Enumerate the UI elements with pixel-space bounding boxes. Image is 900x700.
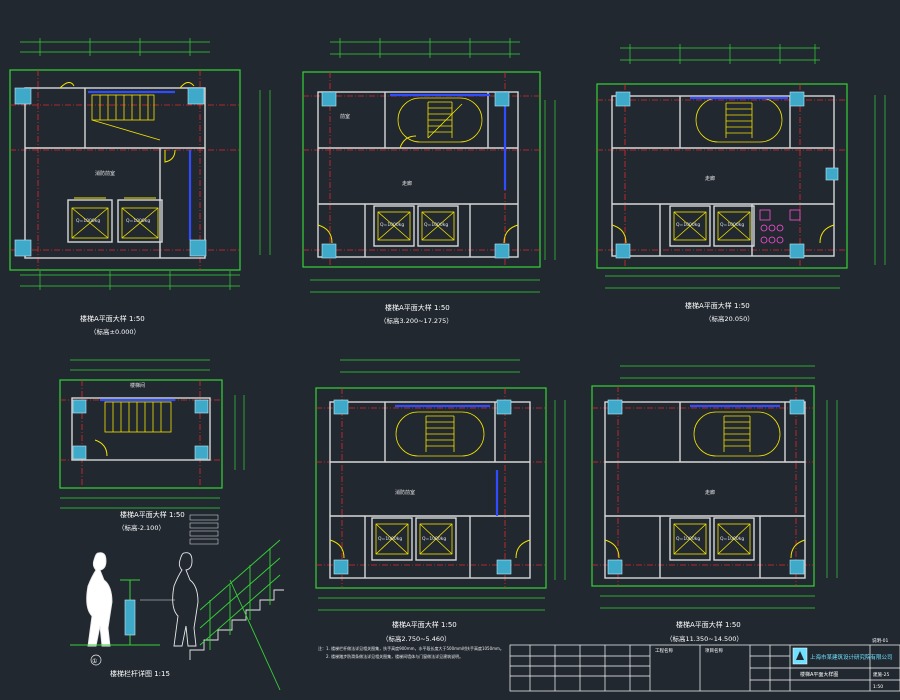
plan-2-title: 楼梯A平面大样 1:50 xyxy=(385,303,450,312)
plan-6-elevator-label-2: Q=1000kg xyxy=(720,536,744,542)
plan-5-title: 楼梯A平面大样 1:50 xyxy=(392,620,457,629)
drawing-notes: 注：1. 楼梯栏杆做法详见相关图集，扶手高度900mm，水平段长度大于500mm… xyxy=(318,645,504,659)
plan-3-elevator-label-1: Q=1000kg xyxy=(676,222,700,228)
plan-5-room-label: 消防前室 xyxy=(395,489,415,496)
plan-4-subtitle: （标高-2.100） xyxy=(118,523,165,532)
plan-6-hall-label: 走廊 xyxy=(705,489,715,496)
plan-1-room-label: 消防前室 xyxy=(95,170,115,177)
plan-2-hall-label: 走廊 xyxy=(402,180,412,187)
plan-4-title: 楼梯A平面大样 1:50 xyxy=(120,510,185,519)
plan-6-subtitle: （标高11.350~14.500） xyxy=(666,634,743,643)
railing-detail-title: 楼梯栏杆详图 1:15 xyxy=(110,669,170,678)
plan-1-subtitle: （标高±0.000） xyxy=(90,327,140,336)
railing-detail-number: ① xyxy=(92,658,97,665)
titleblock-field-a: 工程名称 xyxy=(655,647,673,654)
plan-3-subtitle: （标高20.050） xyxy=(705,314,754,323)
corner-note: 说明-01 xyxy=(872,637,888,644)
plan-5: 消防前室 Q=1000kg Q=1000kg 楼梯A平面大样 1:50 （标高2… xyxy=(315,359,566,643)
railing-detail: ① 楼梯栏杆详图 1:15 xyxy=(70,514,284,691)
plan-2-room-label: 前室 xyxy=(340,113,350,120)
plan-2-elevator-label-2: Q=1000kg xyxy=(424,222,448,228)
note-line-2: 2. 楼梯踏步防滑条做法详见相关图集，楼梯间墙体与门窗做法详见建筑说明。 xyxy=(326,653,463,659)
plan-5-elevator-label-1: Q=1000kg xyxy=(378,536,402,542)
plan-1-elevator-label-2: Q=1000kg xyxy=(126,218,150,224)
plan-6: 走廊 Q=1000kg Q=1000kg 楼梯A平面大样 1:50 （标高11.… xyxy=(591,365,838,643)
plan-4: 楼梯间 楼梯A平面大样 1:50 （标高-2.100） xyxy=(59,359,245,532)
titleblock-drawing-no: 建施-25 xyxy=(873,671,889,678)
plan-3-elevator-label-2: Q=1000kg xyxy=(720,222,744,228)
titleblock-scale: 1:50 xyxy=(873,684,883,690)
plan-2-elevator-label-1: Q=1000kg xyxy=(380,222,404,228)
plan-3: 走廊 Q=1000kg Q=1000kg 楼梯A平面大样 1:50 （标高20.… xyxy=(596,44,886,323)
plan-5-subtitle: （标高2.750~5.460） xyxy=(382,634,451,643)
plan-2: 走廊 前室 Q=1000kg Q=1000kg 楼梯A平面大样 1:50 （标高… xyxy=(302,38,556,325)
plan-1-elevator-label-1: Q=1000kg xyxy=(76,218,100,224)
note-line-1: 注：1. 楼梯栏杆做法详见相关图集，扶手高度900mm，水平段长度大于500mm… xyxy=(318,645,504,651)
plan-6-title: 楼梯A平面大样 1:50 xyxy=(676,620,741,629)
titleblock-field-b: 项目名称 xyxy=(705,647,723,654)
plan-2-subtitle: （标高3.200~17.275） xyxy=(380,316,453,325)
plan-3-title: 楼梯A平面大样 1:50 xyxy=(685,301,750,310)
plan-4-room-label: 楼梯间 xyxy=(130,382,145,389)
plan-1: 消防前室 Q=1000kg Q=1000kg 楼梯A平面大样 1:50 （标高±… xyxy=(9,38,271,336)
plan-6-elevator-label-1: Q=1000kg xyxy=(676,536,700,542)
titleblock-company: 上海市某建筑设计研究院有限公司 xyxy=(810,653,893,661)
titleblock-drawing-name: 楼梯A平面大样图 xyxy=(800,671,838,678)
plan-1-title: 楼梯A平面大样 1:50 xyxy=(80,314,145,323)
title-block: 上海市某建筑设计研究院有限公司 工程名称 项目名称 楼梯A平面大样图 建施-25… xyxy=(509,644,900,692)
plan-5-elevator-label-2: Q=1000kg xyxy=(422,536,446,542)
plan-3-hall-label: 走廊 xyxy=(705,175,715,182)
